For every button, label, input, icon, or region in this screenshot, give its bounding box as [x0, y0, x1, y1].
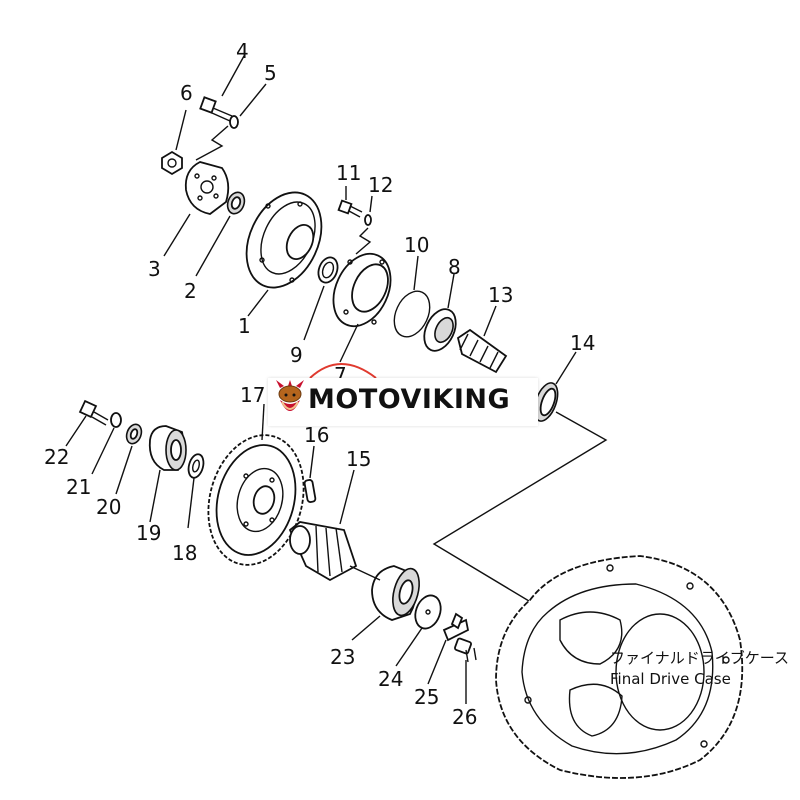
callout-17: 17: [240, 383, 265, 407]
part-4-bolt: [199, 96, 233, 122]
part-25-lock-plate: [442, 612, 470, 642]
part-14-snap-ring: [533, 382, 559, 422]
callout-15: 15: [346, 447, 371, 471]
callout-25: 25: [414, 685, 439, 709]
case-label-jp: ファイナルドライブケース: [610, 649, 789, 667]
callout-23: 23: [330, 645, 355, 669]
callout-20: 20: [96, 495, 121, 519]
part-24-plate: [414, 594, 442, 630]
assembly-leader-2: [355, 227, 372, 255]
part-9-ring: [317, 256, 339, 284]
case-label-en: Final Drive Case: [610, 670, 731, 688]
highlight-circle: [309, 363, 377, 379]
part-22-bolt: [78, 399, 109, 426]
part-23-bearing: [371, 565, 420, 621]
callout-24: 24: [378, 667, 403, 691]
callout-3: 3: [148, 257, 161, 281]
callout-21: 21: [66, 475, 91, 499]
callout-5: 5: [264, 61, 277, 85]
callout-2: 2: [184, 279, 197, 303]
part-1-cover: [245, 191, 323, 289]
callout-9: 9: [290, 343, 303, 367]
part-5-washer: [229, 115, 239, 129]
callout-12: 12: [368, 173, 393, 197]
callout-labels: 1 2 3 4 5 6 7 8 9 10 11 12 13 14 15 16 1…: [44, 39, 595, 729]
callout-10: 10: [404, 233, 429, 257]
watermark-banner: [268, 378, 538, 426]
callout-19: 19: [136, 521, 161, 545]
viking-logo-icon: [276, 380, 304, 411]
part-13-pinion-shaft: [456, 328, 508, 374]
callout-26: 26: [452, 705, 477, 729]
part-16-key: [303, 479, 317, 503]
part-20-washer: [125, 423, 143, 445]
brand-name: MOTOVIKING: [308, 384, 511, 415]
part-6-nut: [161, 150, 183, 176]
assembly-leader: [195, 125, 229, 161]
assembly-path-line-2: [349, 565, 381, 581]
part-26-bolt: [454, 637, 477, 663]
part-2-seal: [226, 191, 246, 215]
callout-14: 14: [570, 331, 595, 355]
callout-18: 18: [172, 541, 197, 565]
final-drive-case: [495, 555, 744, 779]
callout-6: 6: [180, 81, 193, 105]
part-18-washer: [187, 453, 205, 479]
part-7-housing: [332, 252, 392, 328]
assembly-path-line: [432, 411, 608, 605]
part-8-bearing: [423, 308, 457, 352]
part-10-oring: [393, 290, 431, 338]
callout-13: 13: [488, 283, 513, 307]
callout-11: 11: [336, 161, 361, 185]
callout-4: 4: [236, 39, 249, 63]
part-15-shaft: [288, 521, 358, 582]
callout-1: 1: [238, 314, 251, 338]
part-11-bolt: [337, 199, 363, 218]
callout-8: 8: [448, 255, 461, 279]
part-12-washer: [364, 214, 372, 226]
callout-22: 22: [44, 445, 69, 469]
callout-16: 16: [304, 423, 329, 447]
part-17-gear: [207, 434, 305, 566]
part-3-plate: [184, 161, 230, 215]
leader-lines: [65, 55, 577, 704]
part-21-washer: [110, 412, 122, 428]
part-19-bearing: [148, 425, 187, 471]
